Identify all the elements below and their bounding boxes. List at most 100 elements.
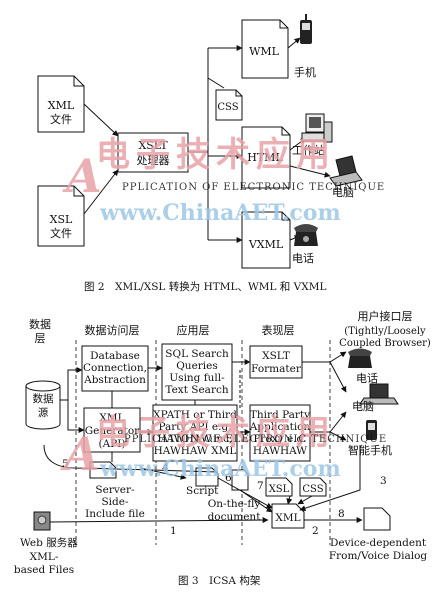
processor-label-1: XSLT bbox=[138, 139, 168, 152]
html-label: HTML bbox=[247, 151, 283, 164]
db-box-line-2: Connection, bbox=[83, 362, 147, 374]
fig3-xsl-label: XSL bbox=[269, 484, 290, 495]
xpath-line-3: HAWHAW.inc, bbox=[157, 433, 232, 445]
layer-access: 数据访问层 bbox=[85, 323, 140, 337]
sql-box-line-1: SQL Search bbox=[165, 348, 229, 360]
watermark-chinese: 电子技术应用 bbox=[96, 135, 336, 175]
xslt-processor-box: XSLT 处理器 bbox=[117, 132, 189, 173]
layer-ui-1: 用户接口层 bbox=[358, 309, 413, 323]
watermark-logo-letter-2: A bbox=[60, 427, 100, 481]
mobile-phone-icon bbox=[300, 14, 312, 44]
telephone-label: 电话 bbox=[292, 252, 314, 265]
thirdparty-line-1: Third Party bbox=[250, 409, 310, 421]
layer-data-2: 层 bbox=[35, 332, 46, 345]
vxml-doc: VXML bbox=[241, 211, 291, 269]
sql-box-line-3: Using full- bbox=[169, 372, 225, 384]
xslt-box-line-1: XSLT bbox=[262, 350, 290, 362]
xmlgen-line-2: Generator bbox=[85, 425, 140, 437]
figure-2-caption: 图 2 XML/XSL 转换为 HTML、WML 和 VXML bbox=[84, 280, 326, 293]
watermark-subtitle: PPLICATION OF ELECTRONIC TECHNIQUE bbox=[122, 182, 385, 193]
flow-number-6: 6 bbox=[225, 472, 232, 484]
xsl-file-label-2: 文件 bbox=[50, 226, 72, 240]
web-server-label: Web 服务器 bbox=[20, 536, 78, 549]
onthefly-line-1: On-the-fly bbox=[208, 498, 261, 510]
watermark-url-2: www.ChinaAET.com bbox=[99, 456, 341, 482]
smartphone-icon bbox=[366, 420, 377, 440]
xml-file-label-1: XML bbox=[48, 99, 75, 112]
xml-generator-box: XML Generator (API) bbox=[83, 407, 141, 453]
data-source-label-2: 源 bbox=[38, 406, 49, 419]
xsl-file-label-1: XSL bbox=[50, 213, 73, 226]
thirdparty-line-2: Application bbox=[249, 421, 311, 433]
layer-ui-2: (Tightly/Loosely bbox=[344, 326, 426, 337]
html-doc: HTML bbox=[241, 126, 291, 189]
layer-dividers bbox=[75, 340, 331, 545]
layer-data-1: 数据 bbox=[29, 317, 51, 331]
css-doc: CSS bbox=[215, 89, 243, 121]
xml-file-doc: XML 文件 bbox=[37, 75, 85, 133]
third-party-box: Third Party Application Proxy e.g. HAWHA… bbox=[249, 404, 311, 462]
flow-number-8: 8 bbox=[338, 508, 345, 520]
xml-files-line-1: XML- bbox=[30, 551, 59, 563]
db-box-line-1: Database bbox=[90, 350, 140, 362]
layer-app: 应用层 bbox=[177, 323, 210, 337]
sql-box-line-4: Text Search bbox=[165, 384, 228, 396]
figure-2: XML 文件 XSL 文件 XSLT 处理器 WML bbox=[37, 14, 363, 293]
vxml-label: VXML bbox=[248, 238, 284, 251]
db-connection-box: Database Connection, Abstraction bbox=[81, 345, 149, 392]
xml-files-line-2: based Files bbox=[14, 564, 74, 576]
ssi-line-2: Side- bbox=[101, 496, 128, 508]
figure-3-caption: 图 3 ICSA 构架 bbox=[178, 574, 261, 587]
telephone-icon-fig3 bbox=[348, 348, 372, 368]
watermark-logo-letter: A bbox=[62, 149, 102, 203]
telephone-icon bbox=[294, 224, 318, 246]
laptop-icon-fig3 bbox=[359, 383, 399, 405]
xml-doc-fig3: XML bbox=[271, 503, 305, 529]
xpath-line-1: XPATH or Third bbox=[153, 409, 237, 421]
workstation-icon bbox=[301, 113, 333, 143]
device-doc-line-2: From/Voice Dialog bbox=[329, 550, 428, 562]
flow-number-5: 5 bbox=[62, 458, 69, 470]
xsl-file-doc: XSL 文件 bbox=[37, 185, 85, 247]
watermark-bottom: A 电子技术应用 PPLICATION OF ELECTRONIC TECHNI… bbox=[60, 413, 387, 482]
fig3-computer-label: 电脑 bbox=[352, 400, 374, 413]
processor-label-2: 处理器 bbox=[137, 154, 170, 167]
layer-ui-3: Coupled Browser) bbox=[339, 338, 431, 349]
phone-label: 手机 bbox=[294, 65, 316, 79]
fig3-phone-label: 电话 bbox=[356, 372, 378, 385]
flow-number-7: 7 bbox=[257, 480, 264, 492]
xsl-doc-small: XSL bbox=[265, 477, 293, 497]
xpath-line-2: Party API e.g. bbox=[158, 421, 231, 433]
flow-number-1: 1 bbox=[170, 525, 177, 537]
css-label: CSS bbox=[217, 102, 238, 113]
computer-label: 电脑 bbox=[332, 186, 354, 199]
laptop-icon bbox=[329, 155, 363, 187]
smartphone-label: 智能手机 bbox=[348, 443, 392, 457]
ssi-file-doc: Server- Side- Include file bbox=[85, 461, 145, 520]
xslt-formatter-box: XSLT Formater bbox=[249, 345, 303, 379]
watermark-subtitle-2: PPLICATION OF ELECTRONIC TECHNIQUE bbox=[124, 434, 387, 445]
wml-doc: WML bbox=[241, 19, 289, 79]
flow-number-2: 2 bbox=[312, 525, 319, 537]
xslt-box-line-2: Formater bbox=[251, 363, 302, 375]
watermark-url: www.ChinaAET.com bbox=[99, 200, 341, 226]
script-label: Script bbox=[186, 485, 219, 497]
db-box-line-3: Abstraction bbox=[83, 374, 146, 386]
script-doc: Script bbox=[186, 467, 219, 497]
watermark-top: A 电子技术应用 PPLICATION OF ELECTRONIC TECHNI… bbox=[62, 135, 385, 226]
thirdparty-line-4: HAWHAW bbox=[253, 445, 307, 457]
wml-label: WML bbox=[249, 45, 280, 58]
flow-number-3: 3 bbox=[380, 475, 387, 487]
onthefly-line-2: document bbox=[208, 511, 262, 523]
data-source-label-1: 数据 bbox=[33, 392, 54, 405]
css-doc-small: CSS bbox=[299, 477, 327, 497]
data-source-cylinder: 数据 源 bbox=[25, 380, 61, 430]
ssi-line-3: Include file bbox=[85, 508, 145, 520]
xmlgen-line-1: XML bbox=[99, 412, 124, 424]
layer-presentation: 表现层 bbox=[262, 323, 295, 337]
xml-file-label-2: 文件 bbox=[50, 112, 72, 126]
web-server-icon bbox=[33, 511, 51, 531]
watermark-chinese-2: 电子技术应用 bbox=[96, 413, 336, 453]
figure-3: 数据 层 数据访问层 应用层 表现层 用户接口层 (Tightly/Loosel… bbox=[14, 309, 431, 587]
